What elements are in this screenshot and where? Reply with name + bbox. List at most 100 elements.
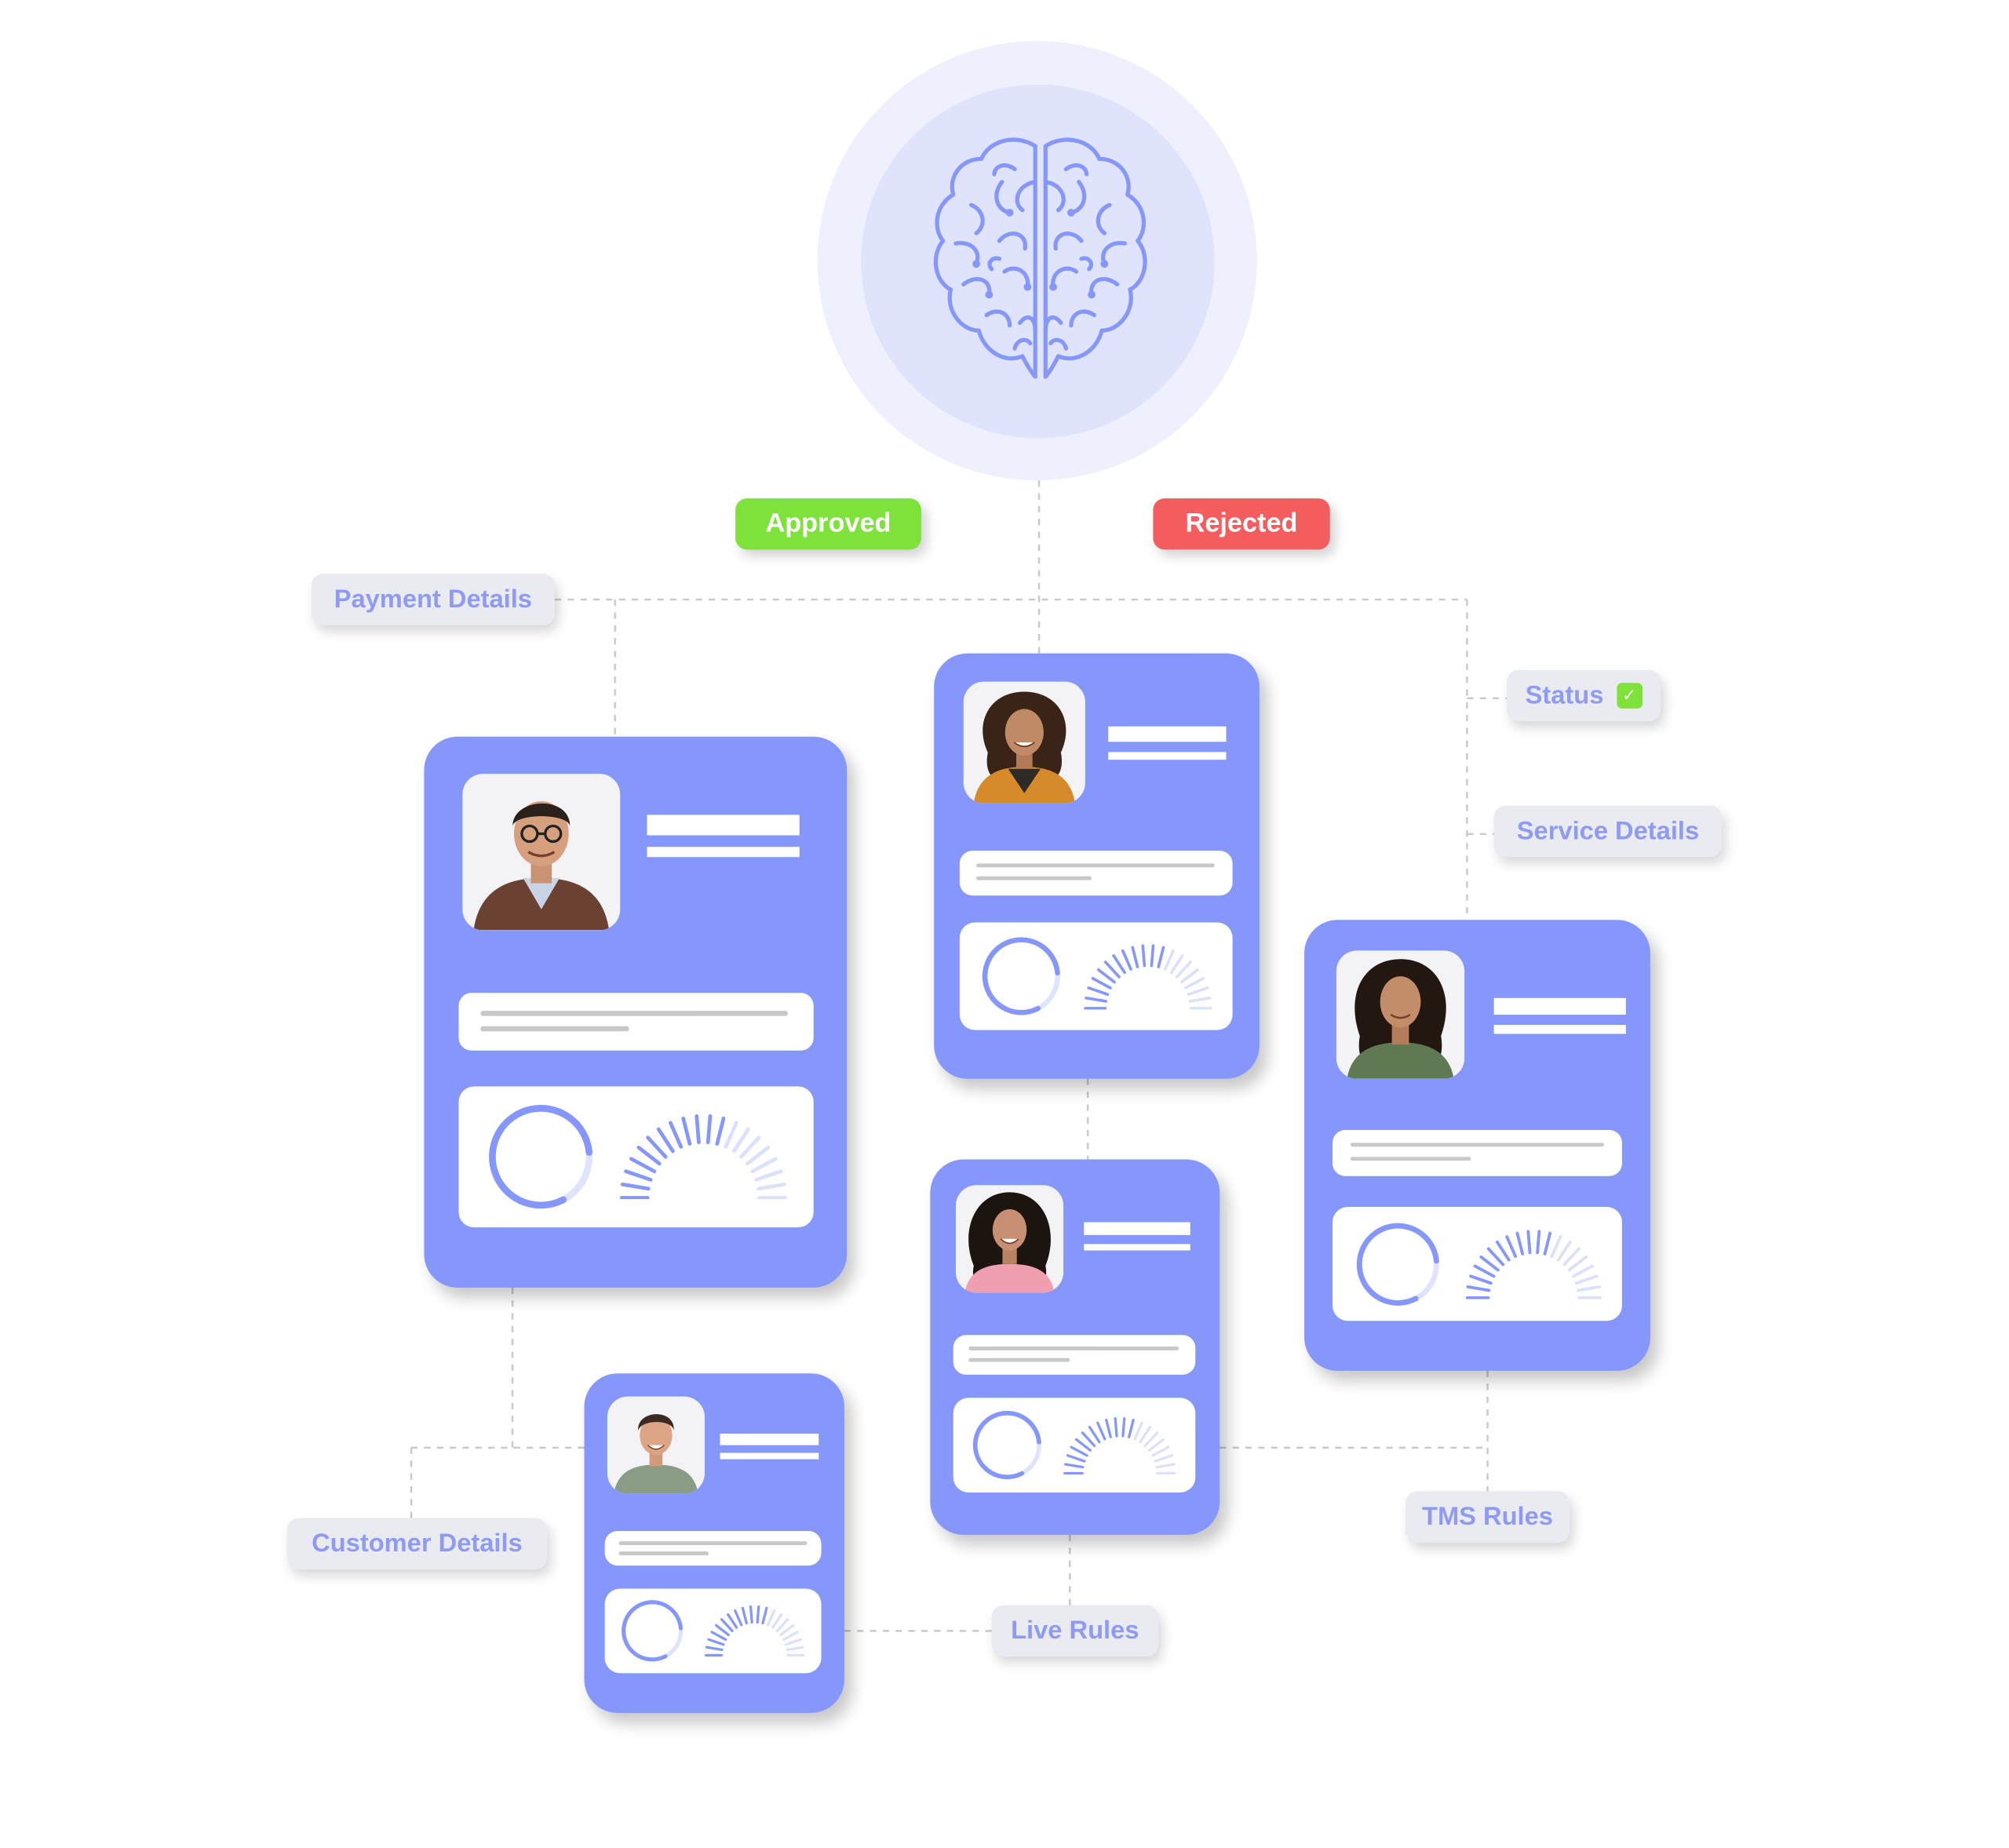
gauge-tick	[1505, 1235, 1518, 1258]
metrics-box	[1332, 1206, 1622, 1321]
service-details-label: Service Details	[1493, 805, 1723, 858]
gauge-tick	[1543, 1231, 1552, 1256]
gauge-tick	[731, 1127, 750, 1154]
profile-card-woman-curly	[934, 653, 1260, 1079]
gauge-tick	[1169, 954, 1184, 975]
status-text: Status	[1525, 680, 1604, 709]
gauge-tick	[784, 1638, 802, 1646]
gauge-tick	[1131, 946, 1139, 968]
progress-ring	[488, 1104, 593, 1209]
gauge-tick	[1567, 1255, 1588, 1272]
progress-ring	[1356, 1223, 1439, 1306]
gauge-tick	[1486, 1247, 1505, 1267]
gauge-tick	[782, 1631, 799, 1641]
profile-card-man-glasses	[424, 736, 848, 1288]
gauge-tick	[1085, 996, 1108, 1003]
gauge-tick	[636, 1145, 662, 1166]
gauge-tick	[1128, 1418, 1135, 1438]
subtitle-placeholder-bar	[1108, 752, 1227, 760]
detail-line	[1350, 1157, 1471, 1161]
metrics-box	[953, 1398, 1196, 1493]
gauge-tick	[1081, 1431, 1096, 1448]
detail-line	[618, 1551, 709, 1556]
live-rules-label: Live Rules	[991, 1605, 1158, 1657]
gauge-tick	[1155, 1463, 1176, 1469]
gauge-tick	[1091, 977, 1112, 990]
details-box	[604, 1531, 822, 1566]
gauge-tick	[1556, 1240, 1572, 1262]
gauge-tick	[1150, 944, 1155, 968]
gauge-tick	[1141, 944, 1147, 968]
payment-details-label: Payment Details	[311, 574, 555, 625]
check-icon: ✓	[1616, 683, 1643, 709]
gauge-tick	[1163, 949, 1175, 971]
gauge-tick	[707, 1638, 725, 1646]
gauge-tick	[741, 1606, 748, 1625]
gauge-tick	[706, 1114, 713, 1145]
gauge-tick	[668, 1121, 684, 1149]
detail-line	[1350, 1143, 1605, 1147]
brain-hub-inner-circle	[861, 84, 1215, 439]
gauge-tick	[1562, 1247, 1581, 1267]
gauge-tick	[1088, 1426, 1101, 1444]
gauge-tick	[771, 1613, 783, 1629]
subtitle-placeholder-bar	[1084, 1244, 1190, 1251]
name-placeholder-bar	[1108, 726, 1227, 742]
gauge-tick	[1070, 1445, 1088, 1457]
detail-line	[976, 863, 1215, 868]
gauge-tick	[754, 1169, 783, 1182]
rejected-badge: Rejected	[1153, 498, 1330, 550]
tms-rules-text: TMS Rules	[1422, 1502, 1553, 1531]
gauge-tick	[1105, 1418, 1112, 1438]
gauge-tick	[1536, 1230, 1541, 1255]
subtitle-placeholder-bar	[1493, 1025, 1626, 1034]
name-placeholder-bar	[720, 1433, 819, 1445]
subtitle-placeholder-bar	[720, 1453, 819, 1460]
gauge-tick	[1577, 1285, 1601, 1292]
tick-gauge	[704, 1605, 805, 1657]
progress-ring	[621, 1600, 684, 1662]
profile-card-woman-green	[1304, 920, 1650, 1371]
status-label: Status ✓	[1506, 669, 1661, 722]
gauge-tick	[715, 1624, 730, 1637]
subtitle-placeholder-bar	[647, 847, 800, 858]
avatar-woman-curly	[963, 681, 1085, 804]
gauge-tick	[1096, 1421, 1107, 1441]
gauge-tick	[1473, 1264, 1496, 1278]
gauge-tick	[746, 1145, 771, 1166]
tick-gauge	[1084, 944, 1212, 1010]
metrics-box	[959, 922, 1233, 1030]
gauge-tick	[1187, 986, 1209, 997]
gauge-tick	[766, 1609, 776, 1627]
gauge-tick	[1188, 996, 1212, 1003]
avatar-young-man	[607, 1396, 705, 1494]
gauge-tick	[1479, 1255, 1500, 1272]
gauge-tick	[786, 1646, 804, 1652]
gauge-tick	[1114, 1416, 1118, 1438]
detail-line	[976, 876, 1092, 880]
customer-details-text: Customer Details	[312, 1529, 523, 1558]
gauge-tick	[1151, 1445, 1170, 1457]
gauge-tick	[681, 1116, 692, 1146]
gauge-tick	[720, 1618, 734, 1632]
tms-rules-label: TMS Rules	[1406, 1491, 1570, 1543]
details-box	[1332, 1129, 1622, 1176]
gauge-tick	[749, 1605, 753, 1624]
tick-gauge	[620, 1114, 787, 1200]
gauge-tick	[1066, 1454, 1086, 1463]
gauge-tick	[656, 1127, 675, 1154]
gauge-tick	[756, 1605, 760, 1624]
progress-ring	[982, 937, 1060, 1015]
gauge-tick	[1183, 977, 1205, 990]
gauge-tick	[739, 1135, 761, 1159]
name-placeholder-bar	[1084, 1222, 1190, 1235]
avatar-woman-pink	[955, 1185, 1064, 1293]
gauge-tick	[620, 1182, 651, 1191]
gauge-tick	[1096, 968, 1116, 984]
gauge-tick	[1103, 960, 1121, 979]
gauge-tick	[1154, 1454, 1173, 1463]
gauge-tick	[1572, 1264, 1594, 1278]
gauge-tick	[1139, 1426, 1151, 1444]
